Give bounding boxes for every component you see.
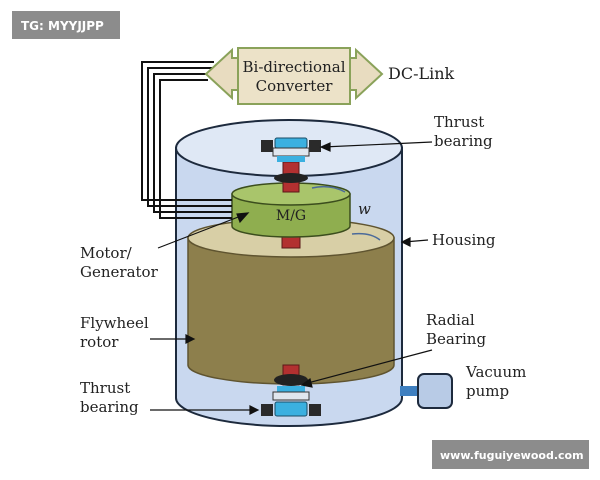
radial-bearing-label-2: Bearing	[426, 330, 486, 348]
converter-block	[204, 47, 384, 105]
mg-label: M/G	[276, 208, 306, 224]
vacuum-pump-label-1: Vacuum	[465, 363, 526, 381]
vacuum-pump	[400, 373, 453, 409]
thrust-bearing-top-label-1: Thrust	[434, 113, 484, 131]
watermark-top: TG: MYYJJPP	[12, 11, 120, 39]
watermark-bottom-text: www.fuguiyewood.com	[440, 449, 584, 462]
bottom-bearing	[261, 374, 321, 417]
thrust-bearing-bottom-label-2: bearing	[80, 398, 139, 416]
top-bearing	[261, 137, 321, 183]
dc-link-label: DC-Link	[388, 64, 455, 83]
rotation-arrow-rotor	[351, 232, 381, 241]
flywheel-rotor-label-2: rotor	[80, 333, 119, 351]
thrust-bearing-bottom-label-1: Thrust	[80, 379, 130, 397]
housing-label: Housing	[432, 231, 496, 249]
converter-label-line2: Converter	[256, 77, 334, 95]
thrust-bearing-top-label-2: bearing	[434, 132, 493, 150]
rotation-arrow-mg	[311, 185, 346, 193]
radial-bearing-label-1: Radial	[426, 311, 475, 329]
omega-label: w	[358, 200, 371, 218]
watermark-top-text: TG: MYYJJPP	[21, 19, 104, 33]
motor-generator-label-1: Motor/	[80, 244, 133, 262]
leader-lines	[150, 141, 433, 415]
converter-label-line1: Bi-directional	[243, 58, 346, 76]
flywheel-rotor-label-1: Flywheel	[80, 314, 149, 332]
vacuum-pump-label-2: pump	[466, 382, 509, 400]
power-cables	[141, 61, 232, 219]
motor-generator-label-2: Generator	[80, 263, 159, 281]
watermark-bottom: www.fuguiyewood.com	[432, 440, 589, 469]
